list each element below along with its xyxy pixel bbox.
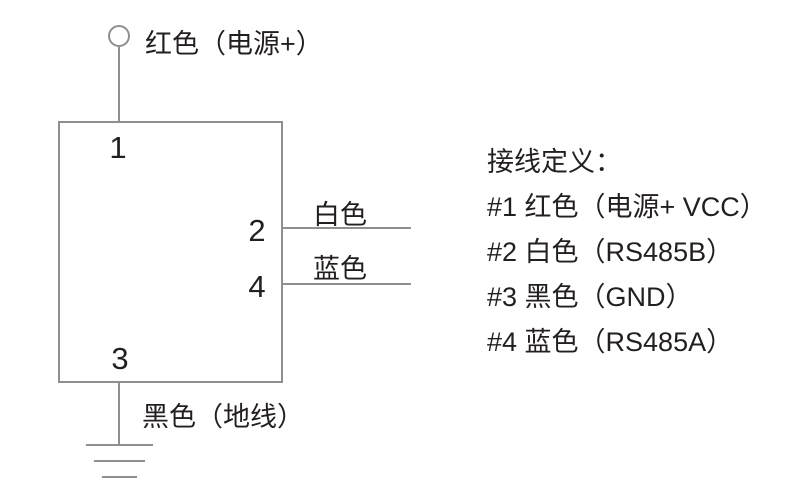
legend-item-2: #2 白色（RS485B） bbox=[487, 237, 734, 267]
pin-number-4: 4 bbox=[248, 269, 266, 304]
legend-item-1: #1 红色（电源+ VCC） bbox=[487, 192, 767, 222]
wire-pin1-vertical bbox=[118, 47, 120, 122]
wire-label-black-ground: 黑色（地线） bbox=[142, 402, 304, 432]
wire-label-blue: 蓝色 bbox=[313, 254, 367, 284]
ground-bar-short bbox=[102, 476, 137, 478]
wire-label-white: 白色 bbox=[313, 200, 367, 230]
wire-pin4 bbox=[283, 283, 411, 285]
ground-icon bbox=[86, 444, 153, 479]
pin-number-3: 3 bbox=[111, 341, 129, 376]
legend-item-3: #3 黑色（GND） bbox=[487, 282, 693, 312]
legend-item-4: #4 蓝色（RS485A） bbox=[487, 327, 734, 357]
ground-bar-long bbox=[86, 444, 153, 446]
connector-body bbox=[58, 121, 283, 383]
ground-bar-medium bbox=[94, 460, 145, 462]
wire-pin2 bbox=[283, 227, 411, 229]
legend-title: 接线定义： bbox=[487, 147, 622, 177]
wire-pin3-vertical bbox=[118, 383, 120, 445]
pin-number-1: 1 bbox=[109, 130, 127, 165]
pin-number-2: 2 bbox=[248, 213, 266, 248]
wire-label-red-power: 红色（电源+） bbox=[145, 29, 323, 59]
legend: 接线定义： #1 红色（电源+ VCC） #2 白色（RS485B） #3 黑色… bbox=[487, 140, 767, 365]
terminal-circle-icon bbox=[108, 25, 130, 47]
